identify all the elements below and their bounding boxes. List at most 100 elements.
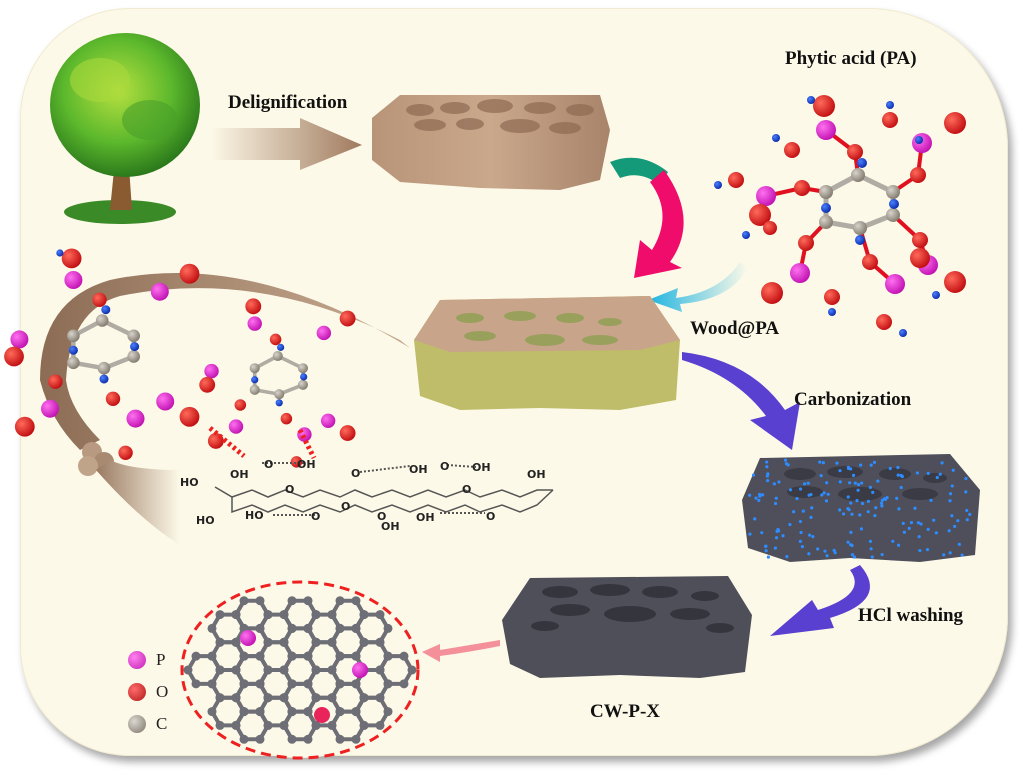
carbon-atom (183, 665, 193, 675)
phosphorus-dot (838, 469, 842, 473)
phosphorus-dot (951, 468, 955, 472)
carbon-atom (351, 623, 361, 633)
phosphorus-dot (899, 485, 903, 490)
phosphorus-dot (926, 527, 930, 531)
phosphorus-dot (757, 498, 761, 503)
phosphorus-dot (821, 461, 825, 465)
phosphorus-dot (916, 521, 921, 525)
carbon-atom (231, 720, 241, 730)
phosphorus-dot (852, 555, 857, 559)
carbon-atom (239, 651, 249, 661)
carbon-atom (335, 651, 345, 661)
phosphorus-dot (802, 482, 807, 486)
phosphorus-dot (859, 527, 864, 531)
phosphorus-dot (900, 474, 904, 479)
phosphorus-dot (820, 493, 824, 497)
phosphorus-dot (777, 480, 781, 484)
carbon-atom (303, 651, 313, 661)
phosphorus-dot (869, 547, 873, 551)
phosphorus-dot (860, 481, 864, 485)
phosphorus-dot (766, 472, 770, 476)
phosphorus-dot (846, 506, 850, 511)
phosphorus-dot (798, 487, 803, 491)
phosphorus-dot (798, 519, 803, 524)
phosphorus-dot (783, 458, 788, 462)
phosphorus-dot (850, 512, 854, 516)
cellulose-chain (214, 462, 554, 516)
phosphorus-dot (868, 485, 872, 489)
phosphorus-dot (925, 548, 930, 552)
svg-text:HO: HO (180, 476, 199, 489)
carbon-atom (311, 637, 321, 647)
cw-p-x-block (502, 576, 752, 678)
phosphorus-dot (915, 471, 920, 475)
carbon-atom (311, 720, 321, 730)
carbon-atom (375, 665, 385, 675)
phosphorus-dot (751, 473, 756, 477)
carbon-atom (287, 679, 297, 689)
phosphorus-dot (856, 488, 860, 492)
phosphorus-atom-icon (128, 651, 146, 669)
svg-text:OH: OH (409, 463, 428, 476)
phosphorus-dot (896, 473, 900, 477)
pa-molecule-left-2 (199, 298, 356, 468)
hcl-washing-arrow (770, 565, 870, 636)
phosphorus-dot (754, 496, 758, 500)
phosphorus-dot (880, 552, 884, 557)
carbon-atom (255, 623, 265, 633)
phosphorus-dot (809, 492, 813, 497)
svg-text:O: O (486, 510, 495, 523)
phosphorus-dot (869, 463, 873, 467)
phosphorus-dot (826, 492, 830, 496)
carbon-atom (191, 679, 201, 689)
svg-text:O: O (285, 483, 294, 496)
carbon-atom (303, 623, 313, 633)
phosphorus-dot (872, 460, 877, 464)
legend-item-o: O (128, 676, 168, 708)
phosphorus-dot (764, 549, 768, 553)
carbon-atom (327, 637, 337, 647)
carbon-atom (255, 651, 265, 661)
carbon-atom (207, 623, 217, 633)
carbon-atom (335, 679, 345, 689)
phosphorus-dot (838, 508, 842, 512)
phosphorus-dot (965, 518, 969, 522)
carbon-atom (263, 637, 273, 647)
carbon-atom (287, 734, 297, 744)
phosphorus-dot (765, 460, 769, 464)
svg-text:O: O (462, 483, 471, 496)
atom-legend: P O C (128, 644, 168, 740)
phosphorus-dot (847, 466, 851, 471)
oxygen-atom-icon (128, 683, 146, 701)
p-doped-graphene-lattice (180, 580, 420, 760)
phosphorus-dot (860, 501, 865, 506)
phosphorus-dot (965, 508, 969, 513)
phosphorus-dot (913, 506, 917, 510)
carbon-atom (287, 707, 297, 717)
phosphorus-dot (902, 530, 906, 534)
phosphorus-dot (784, 462, 789, 466)
phosphorus-dot (938, 472, 942, 476)
product-label: CW-P-X (590, 701, 660, 722)
svg-text:OH: OH (381, 520, 400, 533)
phosphorus-dot (822, 491, 826, 495)
carbon-atom (383, 679, 393, 689)
carbon-atom (375, 720, 385, 730)
phosphorus-dot (808, 533, 812, 537)
phosphorus-dot (848, 481, 852, 485)
phosphorus-dot (800, 545, 805, 549)
carbon-atom (303, 734, 313, 744)
phosphorus-dot (773, 546, 778, 550)
carbon-atom (335, 734, 345, 744)
carbon-atom (303, 707, 313, 717)
phosphorus-dot (811, 534, 815, 539)
legend-item-c: C (128, 708, 168, 740)
phosphorus-dot (968, 512, 972, 516)
carbon-atom (335, 596, 345, 606)
phosphorus-dot (953, 524, 957, 529)
carbon-atom (231, 637, 241, 647)
phosphorus-dot (859, 463, 863, 467)
carbon-atom (399, 651, 409, 661)
svg-text:O: O (351, 467, 360, 480)
carbon-atom (303, 596, 313, 606)
